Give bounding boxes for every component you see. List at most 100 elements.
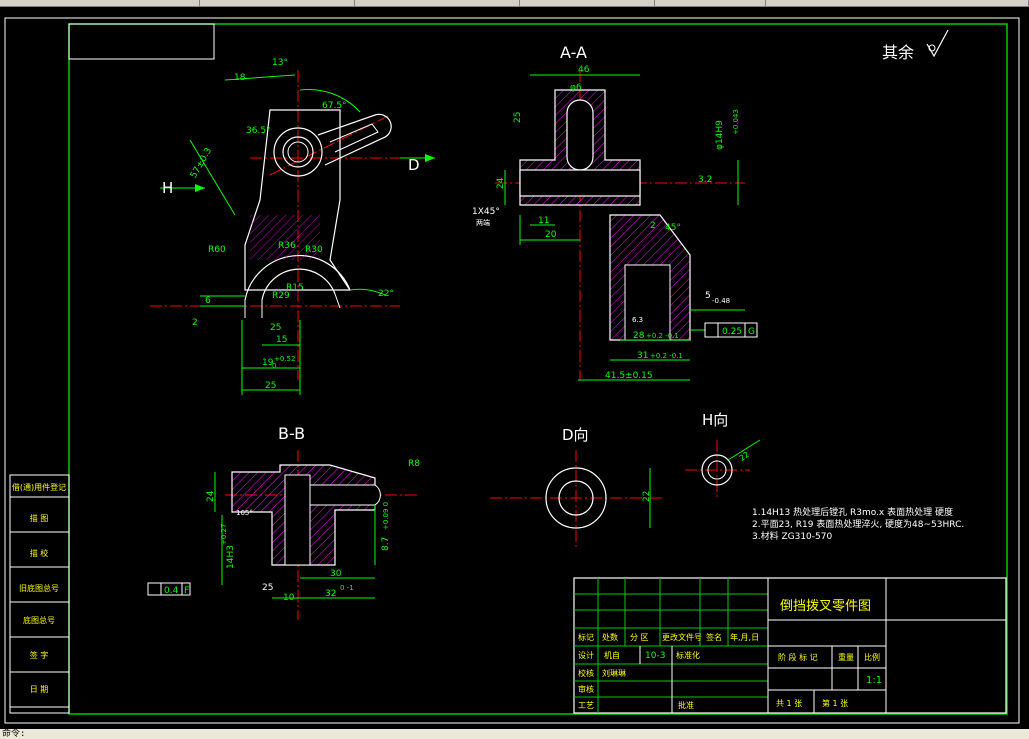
dim-tol: -0.48: [712, 297, 730, 305]
view-h-title: H向: [702, 411, 728, 429]
outer-frame: [4, 17, 1020, 724]
dim-text: R15: [286, 283, 304, 293]
dim-tol: +0.2 -0.1: [650, 352, 683, 360]
dim-text: R8: [408, 459, 420, 469]
row-cell: 10-3: [645, 651, 665, 661]
strip-label: 借(通)用件登记: [12, 482, 66, 492]
stage-header: 阶 段 标 记: [778, 652, 818, 662]
symmetry-tolerance-box: [147, 582, 191, 596]
section-bb: B-B 24 14H3 +0.27 30 32 0 -1 10 R8 8.7 +…: [147, 424, 420, 620]
section-bb-title: B-B: [278, 424, 305, 443]
header-cell: 处数: [602, 632, 618, 642]
dim-text: 3.2: [698, 175, 712, 185]
label-d: D: [408, 156, 420, 174]
strip-label: 描 校: [30, 548, 49, 558]
header-cell: 更改文件号: [662, 632, 702, 642]
strip-label: 描 图: [30, 513, 49, 523]
dim-text: 41.5±0.15: [605, 371, 653, 381]
header-cell: 签名: [706, 632, 722, 642]
toolbar-segment[interactable]: [354, 0, 520, 7]
toolbar-segment[interactable]: [655, 0, 766, 7]
dim-text: 165°: [236, 509, 253, 517]
tol-value: 0.4: [164, 586, 179, 596]
dim-text: 57±0.3: [189, 146, 214, 180]
dim-text: R36: [278, 241, 296, 251]
dim-text: 25: [270, 323, 281, 333]
dim-text: 13°: [272, 58, 288, 68]
dim-text: φ6: [570, 83, 582, 93]
header-cell: 分 区: [630, 633, 649, 642]
dim-text: 2: [650, 221, 656, 231]
toolbar-segment[interactable]: [519, 0, 656, 7]
row-cell: 标准化: [676, 650, 700, 660]
command-line[interactable]: 命令:: [0, 729, 1029, 739]
dim-text: 25: [262, 583, 273, 593]
geometric-tolerance-box: [704, 322, 758, 338]
roughness-note: 其余: [882, 29, 949, 62]
dim-text: R29: [272, 291, 290, 301]
row-label: 批准: [678, 700, 694, 710]
strip-label: 日 期: [30, 685, 49, 694]
dim-text: φ14H9: [715, 120, 725, 150]
dim-text: 22: [642, 491, 652, 502]
main-view: D H 13° 18 67.5° 36.5° 57±0.3 R60 R30 R3…: [150, 58, 435, 395]
stage-header: 比例: [864, 652, 880, 662]
dim-text: R30: [305, 245, 323, 255]
header-cell: 年,月,日: [730, 632, 759, 642]
view-h: H向 22: [685, 411, 761, 500]
dim-tol: 0: [272, 362, 276, 370]
drawing-canvas[interactable]: 借(通)用件登记 描 图 描 校 旧底图总号 底图总号 签 字 日 期 其余: [0, 7, 1029, 729]
arrow-h-icon: [195, 184, 205, 192]
dim-text: 6.3: [632, 316, 643, 324]
row-label: 审核: [578, 684, 594, 694]
tol-ref: G: [748, 327, 755, 337]
row-cell: 机自: [604, 650, 620, 660]
note-line: 3.材料 ZG310-570: [752, 530, 832, 542]
row-label: 工艺: [578, 701, 594, 710]
header-cell: 标记: [578, 632, 594, 642]
drawing-title: 倒挡拨叉零件图: [780, 599, 871, 614]
row-label: 设计: [578, 650, 594, 660]
dim-text: 25: [513, 112, 523, 123]
stage-header: 重量: [838, 652, 854, 662]
toolbar-segment[interactable]: [765, 0, 1029, 7]
strip-label: 签 字: [30, 650, 49, 660]
dim-tol: +0.2 -0.1: [646, 332, 679, 340]
tol-value: 0.25: [722, 327, 742, 337]
technical-notes: 1.14H13 热处理后镗孔 R3mo.x 表面热处理 硬度 2.平面23, R…: [752, 506, 964, 542]
dim-text: 67.5°: [322, 101, 347, 111]
dim-text: 36.5°: [246, 126, 271, 136]
dim-text: 10: [283, 593, 295, 603]
dim-text: 20: [545, 230, 557, 240]
dim-text: 24: [206, 490, 216, 502]
dim-text: 24: [496, 177, 506, 189]
section-aa: A-A 46 φ6 25 φ14H9 +0.043: [472, 43, 758, 381]
dim-text: 8.7: [381, 537, 391, 551]
dim-text: 18: [234, 73, 246, 83]
dim-text: 两端: [476, 218, 490, 227]
section-aa-title: A-A: [560, 43, 587, 62]
dim-text: 25: [265, 381, 276, 391]
dim-text: 46: [578, 65, 590, 75]
dim-text: 31: [637, 351, 648, 361]
dim-text: R60: [208, 245, 226, 255]
dim-text: 1X45°: [472, 207, 500, 217]
left-strip: 借(通)用件登记 描 图 描 校 旧底图总号 底图总号 签 字 日 期: [9, 474, 70, 714]
title-block: 倒挡拨叉零件图 标记 处数 分 区 更改文件号 签名 年,月,日 设计 机自 1…: [573, 577, 1007, 714]
corner-box: [68, 23, 215, 60]
inner-frame: [68, 23, 1008, 715]
toolbar-segment[interactable]: [199, 0, 355, 7]
dim-text: 19: [262, 358, 274, 368]
arrow-d-icon: [425, 154, 435, 162]
toolbar-segment[interactable]: [0, 0, 200, 7]
dim-text: 15: [276, 335, 287, 345]
dim-text: 14H3: [226, 545, 236, 569]
dim-tol: +0.043: [732, 109, 740, 135]
dim-text: 28: [633, 331, 645, 341]
dim-text: 45°: [665, 223, 681, 233]
dim-tol: +0.09 0: [382, 502, 390, 530]
dim-text: 30: [330, 569, 342, 579]
dim-text: 32: [325, 589, 336, 599]
strip-label: 旧底图总号: [19, 583, 59, 593]
scale-value: 1:1: [866, 675, 882, 686]
